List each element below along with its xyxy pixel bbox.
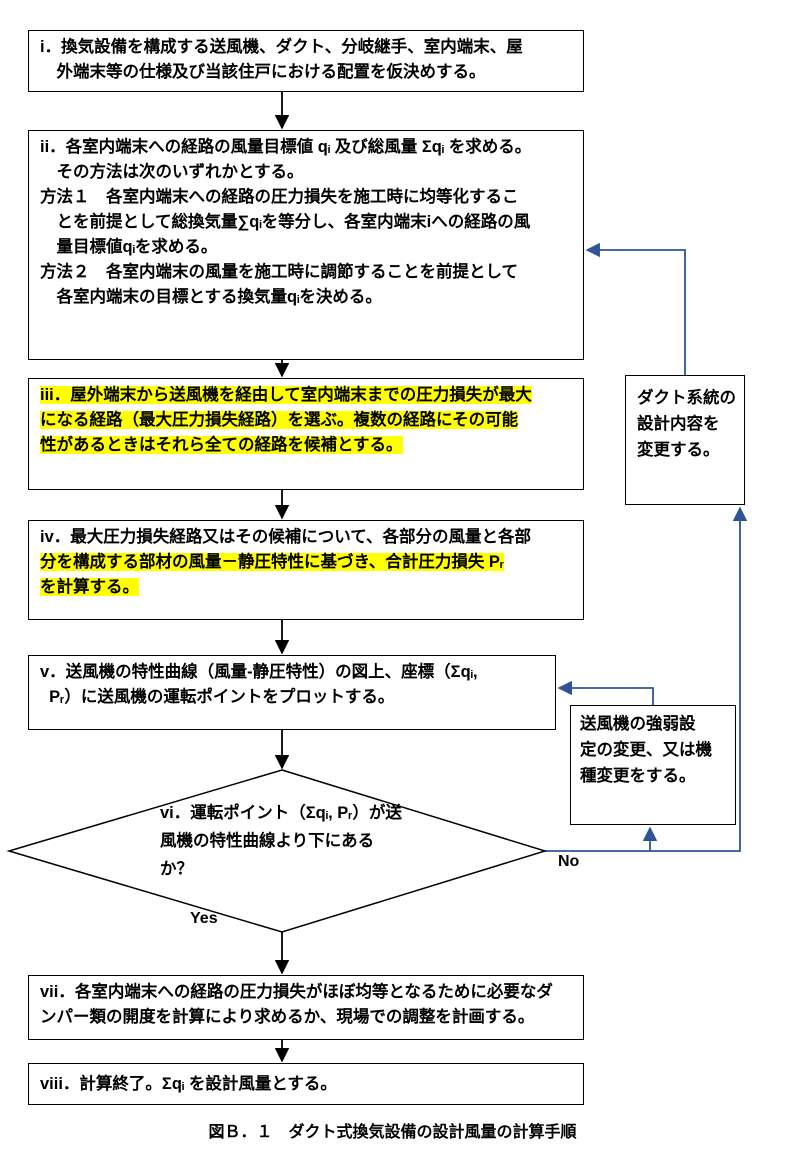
step-iii-line: iii．屋外端末から送風機を経由して室内端末までの圧力損失が最大 — [40, 383, 577, 408]
decision-diamond-vi — [6, 769, 548, 933]
feedback-duct-to-step-ii — [585, 242, 686, 375]
duct-change-line: 設計内容を — [637, 415, 720, 433]
highlighted-text: iii．屋外端末から送風機を経由して室内端末までの圧力損失が最大 — [40, 386, 532, 404]
step-iv-line: iv．最大圧力損失経路又はその候補について、各部分の風量と各部 — [40, 528, 531, 546]
step-i-line: i．換気設備を構成する送風機、ダクト、分岐継手、室内端末、屋 — [40, 38, 523, 56]
step-v-line: v．送風機の特性曲線（風量-静圧特性）の図上、座標（Σqᵢ, — [40, 663, 478, 681]
yes-branch-label: Yes — [190, 910, 218, 927]
step-viii-line: viii．計算終了。Σqᵢ を設計風量とする。 — [40, 1075, 337, 1093]
step-vii-box: vii．各室内端末への経路の圧力損失がほぼ均等となるために必要なダ ンパー類の開… — [28, 975, 584, 1040]
step-ii-line: ii．各室内端末への経路の風量目標値 qᵢ 及び総風量 Σqᵢ を求める。 — [40, 138, 532, 156]
step-iii-line: 性があるときはそれら全ての経路を候補とする。 — [40, 433, 577, 458]
step-iii-line: になる経路（最大圧力損失経路）を選ぶ。複数の経路にその可能 — [40, 408, 577, 433]
step-ii-line: 方法１ 各室内端末への経路の圧力損失を施工時に均等化するこ — [40, 188, 519, 206]
step-v-line: Pᵣ）に送風機の運転ポイントをプロットする。 — [40, 688, 395, 706]
step-ii-line: 各室内端末の目標とする換気量qᵢを決める。 — [40, 288, 382, 306]
step-vi-line: か？ — [160, 860, 193, 878]
feedback-fan-to-step-v — [557, 680, 654, 705]
step-viii-box: viii．計算終了。Σqᵢ を設計風量とする。 — [28, 1063, 584, 1105]
step-iv-line: 分を構成する部材の風量－静圧特性に基づき、合計圧力損失 Pᵣ — [40, 550, 577, 575]
duct-system-change-box: ダクト系統の 設計内容を 変更する。 — [625, 375, 745, 505]
fan-change-line: 送風機の強弱設 — [580, 715, 696, 733]
step-vi-line: vi．運転ポイント（Σqᵢ, Pᵣ）が送 — [160, 804, 402, 822]
step-ii-line: 方法２ 各室内端末の風量を施工時に調節することを前提として — [40, 263, 519, 281]
figure-caption: 図Ｂ．１ ダクト式換気設備の設計風量の計算手順 — [208, 1124, 577, 1141]
no-branch-label: No — [558, 853, 580, 870]
highlighted-text: 分を構成する部材の風量－静圧特性に基づき、合計圧力損失 Pᵣ — [40, 553, 505, 571]
step-iv-box: iv．最大圧力損失経路又はその候補について、各部分の風量と各部 分を構成する部材… — [28, 520, 584, 620]
feedback-no-to-duct-box — [545, 506, 748, 852]
step-ii-line: 量目標値qᵢを求める。 — [40, 238, 218, 256]
fan-change-line: 定の変更、又は機 — [580, 741, 712, 759]
highlighted-text: 性があるときはそれら全ての経路を候補とする。 — [40, 436, 403, 454]
duct-change-line: 変更する。 — [637, 441, 720, 459]
highlighted-text: になる経路（最大圧力損失経路）を選ぶ。複数の経路にその可能 — [40, 411, 519, 429]
step-ii-box: ii．各室内端末への経路の風量目標値 qᵢ 及び総風量 Σqᵢ を求める。 その… — [28, 130, 584, 360]
step-vi-decision-text: vi．運転ポイント（Σqᵢ, Pᵣ）が送 風機の特性曲線より下にある か？ — [160, 799, 402, 883]
step-i-box: i．換気設備を構成する送風機、ダクト、分岐継手、室内端末、屋 外端末等の仕様及び… — [28, 30, 584, 92]
fan-change-line: 種変更をする。 — [580, 767, 696, 785]
step-ii-line: とを前提として総換気量∑qᵢを等分し、各室内端末iへの経路の風 — [40, 213, 531, 231]
step-vii-line: ンパー類の開度を計算により求めるか、現場での調整を計画する。 — [40, 1008, 535, 1026]
fan-setting-change-box: 送風機の強弱設 定の変更、又は機 種変更をする。 — [570, 705, 736, 825]
step-v-box: v．送風機の特性曲線（風量-静圧特性）の図上、座標（Σqᵢ, Pᵣ）に送風機の運… — [28, 655, 556, 730]
step-vi-line: 風機の特性曲線より下にある — [160, 832, 375, 850]
step-iii-box: iii．屋外端末から送風機を経由して室内端末までの圧力損失が最大 になる経路（最… — [28, 378, 584, 490]
step-i-line: 外端末等の仕様及び当該住戸における配置を仮決めする。 — [40, 63, 486, 81]
step-vii-line: vii．各室内端末への経路の圧力損失がほぼ均等となるために必要なダ — [40, 983, 553, 1001]
step-iv-line: を計算する。 — [40, 575, 577, 600]
step-ii-line: その方法は次のいずれかとする。 — [40, 163, 304, 181]
duct-change-line: ダクト系統の — [637, 389, 736, 407]
highlighted-text: を計算する。 — [40, 578, 139, 596]
